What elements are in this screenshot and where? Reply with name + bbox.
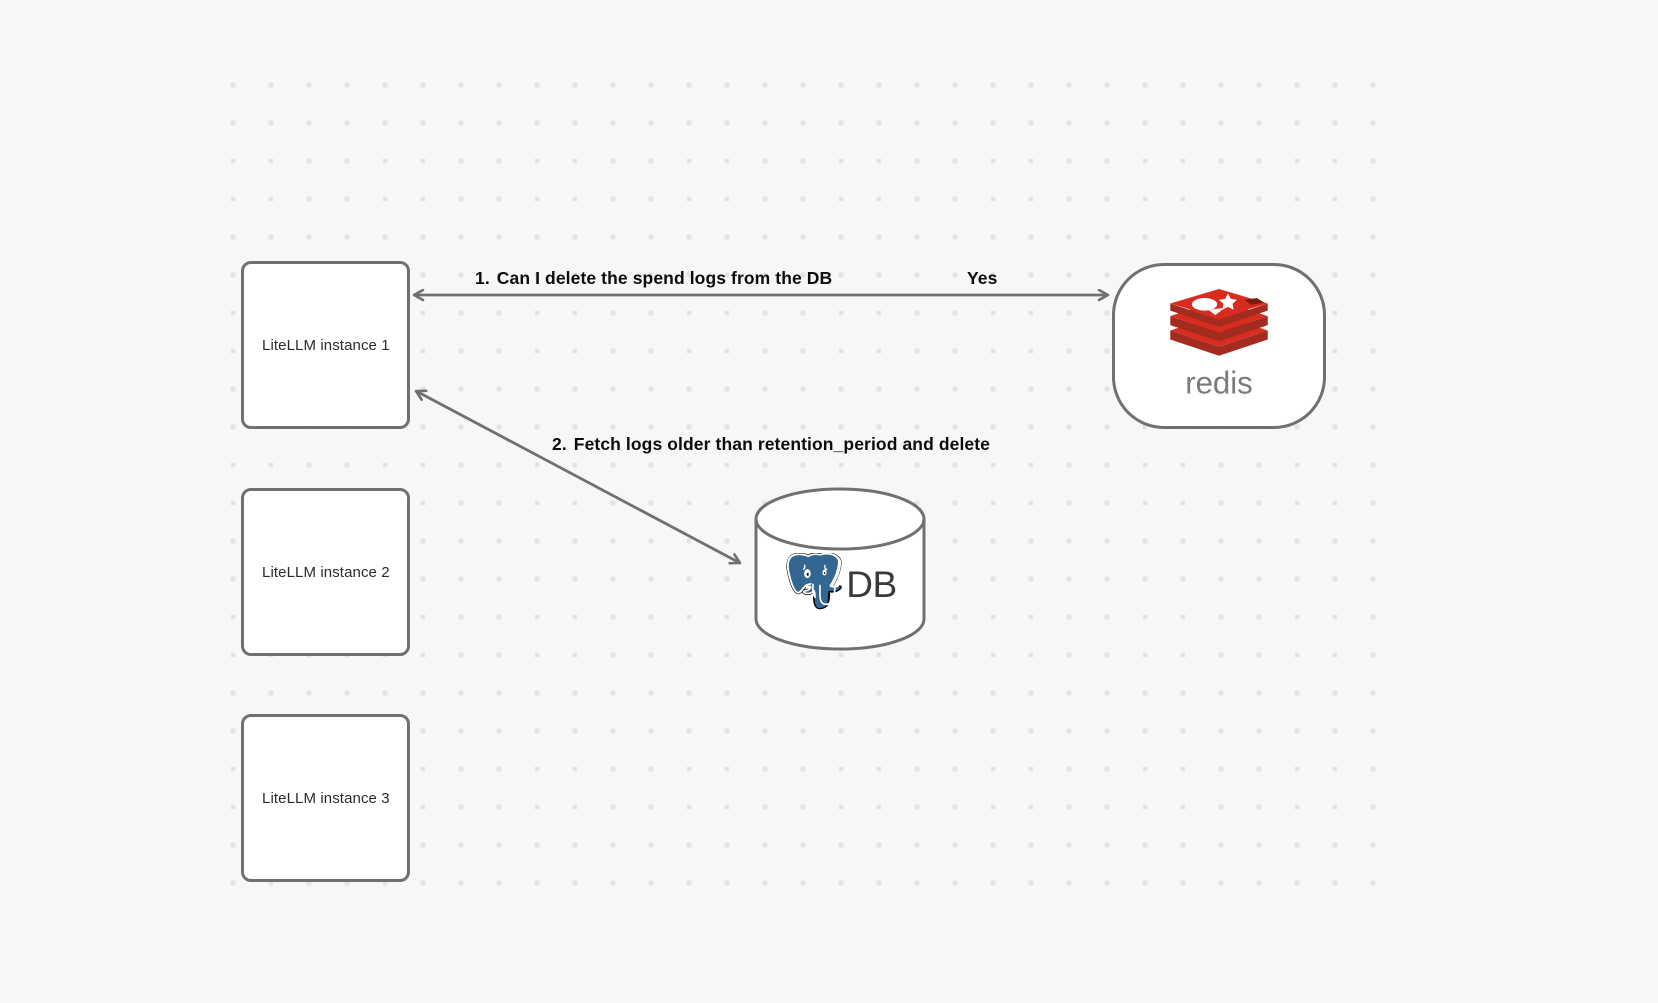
node-label: LiteLLM instance 3 — [262, 789, 390, 807]
node-litellm-instance-3[interactable]: LiteLLM instance 3 — [241, 714, 410, 882]
edge-label-reply-yes: Yes — [967, 268, 998, 288]
step-number: 2. — [552, 434, 567, 454]
node-label: LiteLLM instance 1 — [262, 336, 390, 354]
cylinder-shape — [754, 487, 926, 651]
edge-label-step-2: 2. Fetch logs older than retention_period… — [552, 434, 990, 455]
edge-label-step-1: 1. Can I delete the spend logs from the D… — [475, 268, 832, 289]
node-label: LiteLLM instance 2 — [262, 563, 390, 581]
node-database[interactable]: DB — [753, 487, 927, 651]
node-litellm-instance-1[interactable]: LiteLLM instance 1 — [241, 261, 410, 429]
edge-litellm1-db — [416, 391, 740, 563]
redis-wordmark: redis — [1160, 364, 1278, 406]
node-litellm-instance-2[interactable]: LiteLLM instance 2 — [241, 488, 410, 656]
db-label: DB — [846, 563, 897, 605]
redis-logo-icon — [1163, 288, 1275, 363]
step-number: 1. — [475, 268, 490, 288]
postgresql-elephant-icon — [783, 552, 845, 615]
step-text: Can I delete the spend logs from the DB — [496, 268, 833, 288]
redis-wordmark-text: redis — [1185, 365, 1253, 400]
node-redis[interactable]: redis — [1112, 263, 1326, 429]
step-text: Fetch logs older than retention_period a… — [573, 434, 990, 454]
